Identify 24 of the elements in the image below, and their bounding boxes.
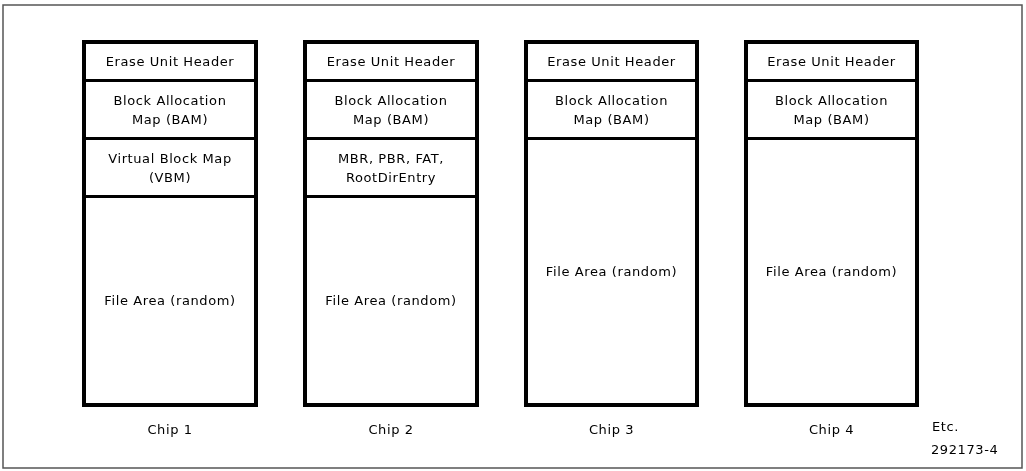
note-text: Etc. — [932, 419, 959, 434]
section-label: Block Allocation Map (BAM) — [554, 91, 669, 129]
section-label: File Area (random) — [765, 263, 898, 281]
chip-box — [744, 40, 919, 407]
chip-caption: Chip 4 — [807, 422, 856, 437]
chip-caption: Chip 3 — [587, 422, 636, 437]
chip-box — [303, 40, 479, 407]
chip-box — [82, 40, 258, 407]
chip-box — [524, 40, 699, 407]
chip-caption: Chip 1 — [146, 422, 194, 437]
section-label: Erase Unit Header — [767, 53, 896, 71]
section-label: Erase Unit Header — [547, 53, 676, 71]
section-label: Virtual Block Map (VBM) — [107, 149, 233, 187]
section-label: File Area (random) — [325, 292, 457, 310]
section-label: File Area (random) — [104, 292, 236, 310]
section-label: Block Allocation Map (BAM) — [774, 91, 889, 129]
section-label: Erase Unit Header — [105, 53, 235, 71]
section-label: MBR, PBR, FAT, RootDirEntry — [336, 149, 446, 187]
section-label: Block Allocation Map (BAM) — [333, 91, 449, 129]
section-label: Erase Unit Header — [326, 53, 456, 71]
figure-number: 292173-4 — [931, 442, 999, 457]
section-label: Block Allocation Map (BAM) — [112, 91, 228, 129]
chip-caption: Chip 2 — [367, 422, 415, 437]
section-label: File Area (random) — [545, 263, 678, 281]
